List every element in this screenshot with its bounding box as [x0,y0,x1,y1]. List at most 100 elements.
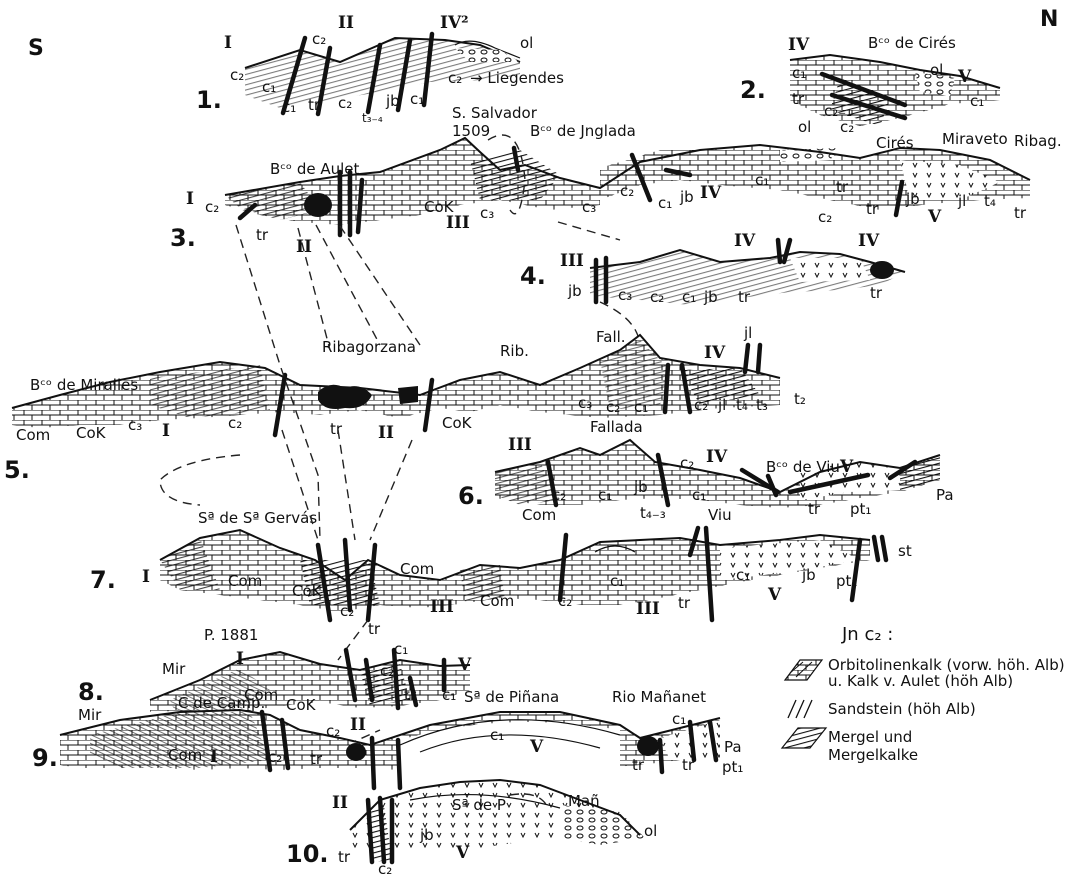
profile-9-label: Com [168,746,202,764]
profile-2-label: V [957,67,972,87]
profile-3-label: c₁ [658,194,672,212]
profile-1-label: IV² [440,13,469,33]
profile-5-label: Fall. [596,328,626,346]
profile-4-label: jb [703,288,718,306]
legend-title: Jn c₂ : [841,624,893,645]
profile-7-label: tr [368,620,381,638]
profile-1-label: c₂ [338,94,352,112]
profile-7-label: V [767,585,782,605]
profile-3-label: I [186,189,194,209]
profile-6-label: Pa [936,486,954,504]
profile-3-label: tr [866,200,879,218]
profile-3-label: Miraveto [942,130,1008,148]
profile-9-label: V [529,737,544,757]
profile-9-label: tr [310,750,323,768]
legend-text: Mergel und [828,728,912,746]
profile-8-number: 8. [78,678,104,706]
profile-3-label: c₂ [205,198,219,216]
profile-3-label: III [446,213,470,233]
profile-9-number: 9. [32,744,58,772]
profile-2-label: Bᶜᵒ de Cirés [868,34,956,52]
profile-7-label: Sª de Sª Gervás [198,509,317,527]
profile-3-label: Bᶜᵒ de Aulet [270,160,359,178]
north-label: N [1040,7,1058,32]
profile-4-label: c₃ [618,286,632,304]
profile-5-label: jl [717,396,726,414]
profile-9-label: c₁ [490,726,504,744]
profile-3-label: 1509 [452,122,490,140]
profile-1-label: ol [520,34,533,52]
profile-6-label: tr [808,500,821,518]
profile-6-label: IV [706,447,728,467]
profile-9-label: C de Camp. [178,694,265,712]
profile-2-label: IV [788,35,810,55]
profile-9-label: c₂ [326,722,340,740]
profile-4-label: IV [858,231,880,251]
south-label: S [28,36,44,61]
profile-6-label: Fallada [590,418,643,436]
legend: Jn c₂ : Orbitolinenkalk (vorw. höh. Alb)… [782,624,1065,764]
profile-6-label: t₄₋₃ [640,504,666,522]
profile-9-label: I [210,747,218,767]
profile-7-label: c₂ [340,602,354,620]
profile-3-label: V [927,207,942,227]
profile-3-label: c₃ [582,198,596,216]
profile-2-number: 2. [740,76,766,104]
profile-5-label: Ribagorzana [322,338,416,356]
profile-7-label: Com [400,560,434,578]
profile-7-label: pt₁ [836,572,857,590]
profile-1-label: c₁ [282,98,296,116]
profile-3-label: c₂ [620,182,634,200]
profile-8-label: c₁ [442,686,456,704]
profile-7-label: c₂ [558,592,572,610]
profile-7-number: 7. [90,566,116,594]
legend-text: Mergelkalke [828,746,918,764]
profile-10-label: Sª de P [452,796,506,814]
profile-8-label: c₁ [394,640,408,658]
profile-9-label: tr [682,756,695,774]
profile-1-label: → Liegendes [470,69,564,87]
profile-5-label: t₂ [794,390,806,408]
profile-6-label: c₁ [692,486,706,504]
profile-8-label: V [457,655,472,675]
profile-5-label: c₂ [606,398,620,416]
profile-10-label: Mañ [568,792,600,810]
profile-6-label: c₂ [680,454,694,472]
profile-6: Fallada III IV Bᶜᵒ de Viu V c₂ Com c₂ c₁… [458,418,954,524]
profile-2-label: c₁ [792,64,806,82]
profile-3-label: Bᶜᵒ de Jnglada [530,122,636,140]
profile-9-label: tr [632,756,645,774]
profile-6-label: pt₁ [850,500,871,518]
profile-7-label: c₁ [610,572,624,590]
legend-item-sandstone: Sandstein (höh Alb) [788,700,976,718]
profile-5-label: jl [743,324,752,342]
profile-6-number: 6. [458,482,484,510]
profile-3-label: jb [679,188,694,206]
profile-5-label: tr [330,420,343,438]
profile-8-label: c₂ [380,662,394,680]
profile-10-label: c₂ [378,860,392,878]
profile-7-label: Viu [708,506,732,524]
profile-6-label: jb [633,478,648,496]
profile-8-label: CoK [286,696,317,714]
profile-4-number: 4. [520,262,546,290]
profile-1-label: c₁ [410,90,424,108]
profile-7-label: st [898,542,912,560]
profile-4-label: III [560,251,584,271]
profile-7-label: CoK [292,582,323,600]
profile-1-label: c₁ [262,78,276,96]
profile-10-label: ol [644,822,657,840]
profile-9-label: Mir [78,706,102,724]
profile-1-label: II [338,13,354,33]
profile-3-label: IV [700,183,722,203]
profile-3: I c₂ Bᶜᵒ de Aulet tr II S. Salvador 1509… [170,104,1062,257]
profile-4-label: IV [734,231,756,251]
profile-1-label: c₂ [230,66,244,84]
profile-2: IV Bᶜᵒ de Cirés c₁ ol V tr c₂₋₁ c₂ c₁ 2. [740,34,1000,136]
profile-5-label: t₄ [736,396,748,414]
legend-item-marl: Mergel und Mergelkalke [782,728,918,764]
profile-10: II Sª de P Mañ tr jb V ol c₂ 10. [286,780,657,878]
profile-7-label: Com [228,572,262,590]
profile-1-label: c₂ [312,30,326,48]
